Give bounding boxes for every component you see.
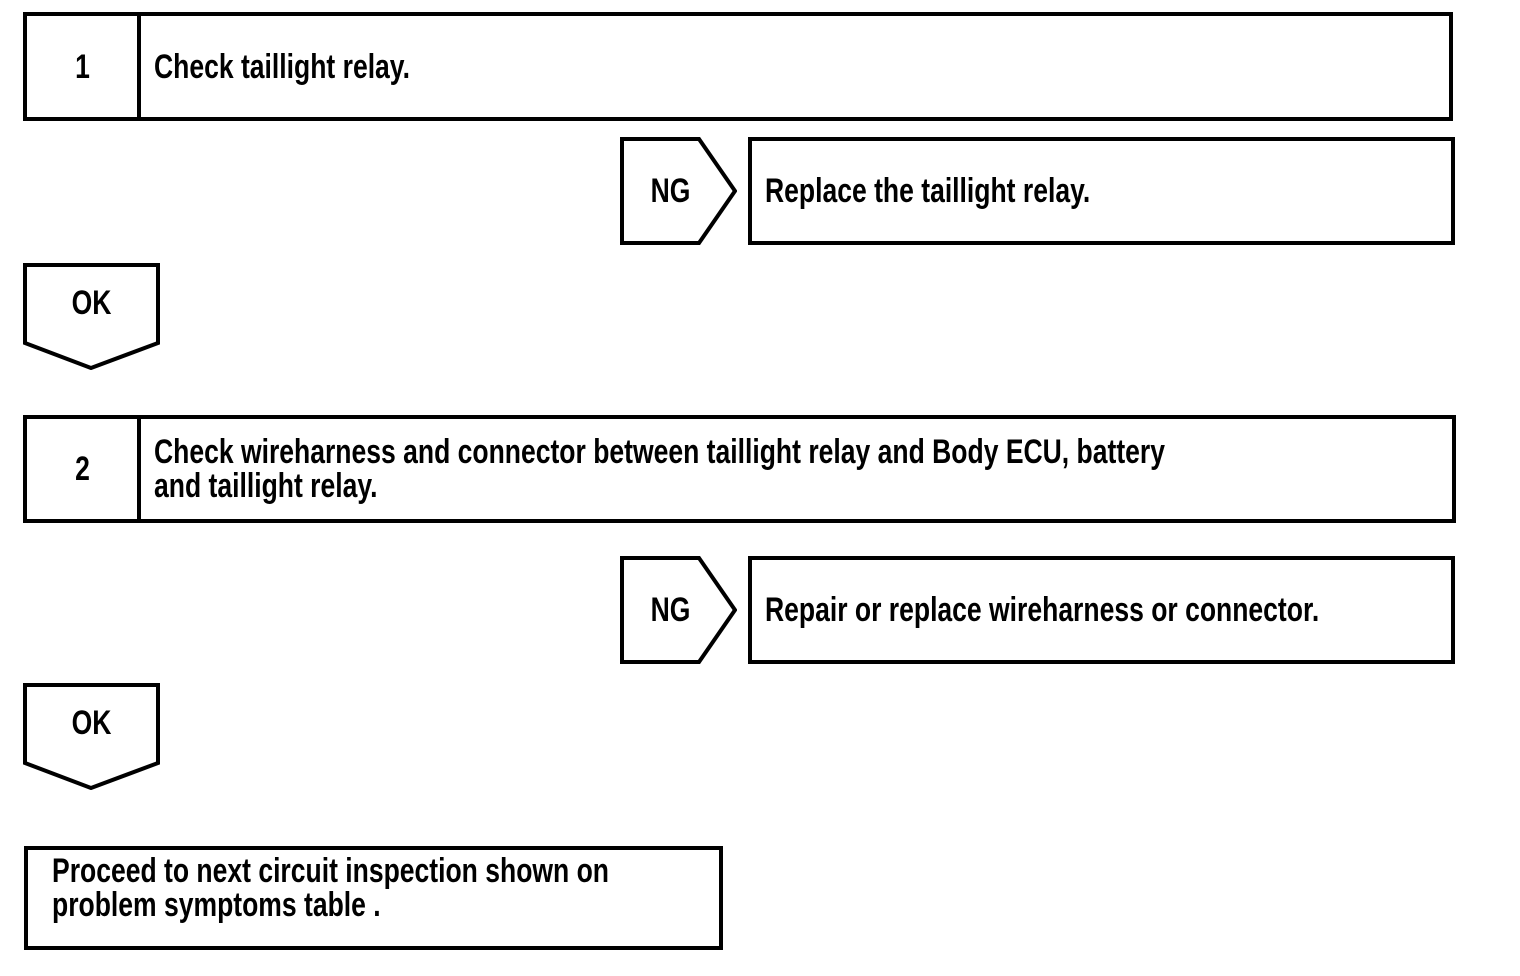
ng-2-label-wrap: NG <box>620 556 737 664</box>
ok-1-label-wrap: OK <box>23 263 160 343</box>
step-2-number-cell: 2 <box>27 419 141 519</box>
step-2-instruction-line-2: and taillight relay. <box>154 467 378 505</box>
ok-2-connector: OK <box>23 683 160 790</box>
step-1-instruction-cell: Check taillight relay. <box>141 16 1449 117</box>
ng-pentagon-icon <box>620 556 737 664</box>
ok-pentagon-icon <box>23 683 160 790</box>
ok-2-label: OK <box>71 704 112 742</box>
ok-1-connector: OK <box>23 263 160 370</box>
ng-1-label-wrap: NG <box>620 137 737 245</box>
step-2-instruction-line-1: Check wireharness and connector between … <box>154 433 1165 471</box>
ng-1-action-cell: Replace the taillight relay. <box>752 141 1451 241</box>
ng-2-action-box: Repair or replace wireharness or connect… <box>748 556 1455 664</box>
ok-pentagon-icon <box>23 263 160 370</box>
ng-2-connector: NG <box>620 556 737 664</box>
terminal-text-cell: Proceed to next circuit inspection shown… <box>28 850 766 946</box>
step-1-box: 1 Check taillight relay. <box>23 12 1453 121</box>
step-2-box: 2 Check wireharness and connector betwee… <box>23 415 1456 523</box>
ng-pentagon-icon <box>620 137 737 245</box>
ng-1-label: NG <box>650 172 691 210</box>
ng-1-action-box: Replace the taillight relay. <box>748 137 1455 245</box>
step-2-number: 2 <box>74 450 90 488</box>
step-1-number-cell: 1 <box>27 16 141 117</box>
step-1-number: 1 <box>74 47 90 86</box>
terminal-line-2: problem symptoms table . <box>52 886 381 924</box>
step-1-instruction: Check taillight relay. <box>154 47 410 86</box>
terminal-line-1: Proceed to next circuit inspection shown… <box>52 852 610 890</box>
ng-2-action-cell: Repair or replace wireharness or connect… <box>752 560 1476 660</box>
ng-1-action-text: Replace the taillight relay. <box>765 172 1091 210</box>
step-2-instruction-cell: Check wireharness and connector between … <box>141 419 1452 519</box>
terminal-box: Proceed to next circuit inspection shown… <box>24 846 723 950</box>
ok-1-label: OK <box>71 284 112 322</box>
ng-1-connector: NG <box>620 137 737 245</box>
ng-2-action-text: Repair or replace wireharness or connect… <box>765 591 1320 629</box>
ok-2-label-wrap: OK <box>23 683 160 763</box>
ng-2-label: NG <box>650 591 691 629</box>
